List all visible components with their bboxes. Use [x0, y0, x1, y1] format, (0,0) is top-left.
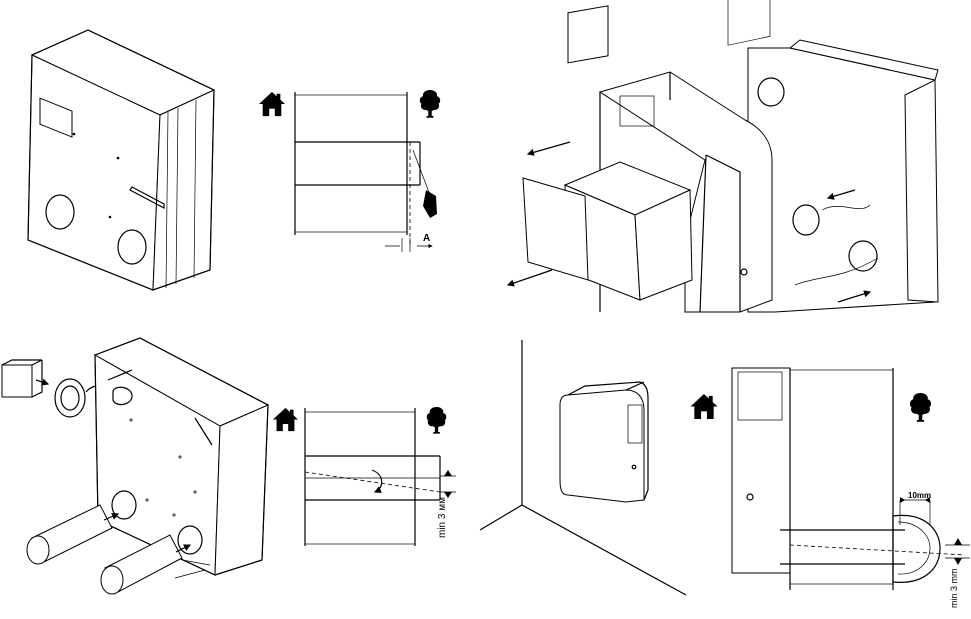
tree-icon: [909, 392, 932, 422]
pipe-1-end: [26, 535, 50, 565]
tree-icon: [425, 406, 448, 434]
panel-unit-disassembly: [506, 0, 939, 313]
knife-hand-icon: [423, 190, 437, 218]
pipe-2-end: [100, 565, 124, 595]
hood-slope-label: min 3 mm: [949, 568, 959, 608]
unit-side-view: [731, 367, 791, 574]
dimension-a-label: A: [423, 233, 430, 244]
panel-section-a: A: [259, 89, 442, 252]
panel-wall-drilling: [27, 29, 216, 291]
cap-box: [1, 364, 33, 398]
wall-sleeve-ring: [54, 378, 86, 418]
tree-icon: [418, 89, 442, 118]
panel-section-slope: min 3 мм: [273, 406, 456, 546]
house-icon: [273, 407, 298, 432]
slope-dimension-label: min 3 мм: [437, 497, 448, 538]
wall-hole-2: [117, 229, 147, 265]
panel-pipe-insertion: [1, 337, 270, 595]
panel-unit-mounted: [479, 340, 687, 596]
house-icon: [259, 91, 285, 117]
wall-hole-1: [45, 194, 75, 230]
panel-section-hood: 10mm min 3 mm: [690, 367, 970, 608]
house-icon: [690, 393, 718, 420]
hood-gap-label: 10mm: [908, 491, 931, 500]
